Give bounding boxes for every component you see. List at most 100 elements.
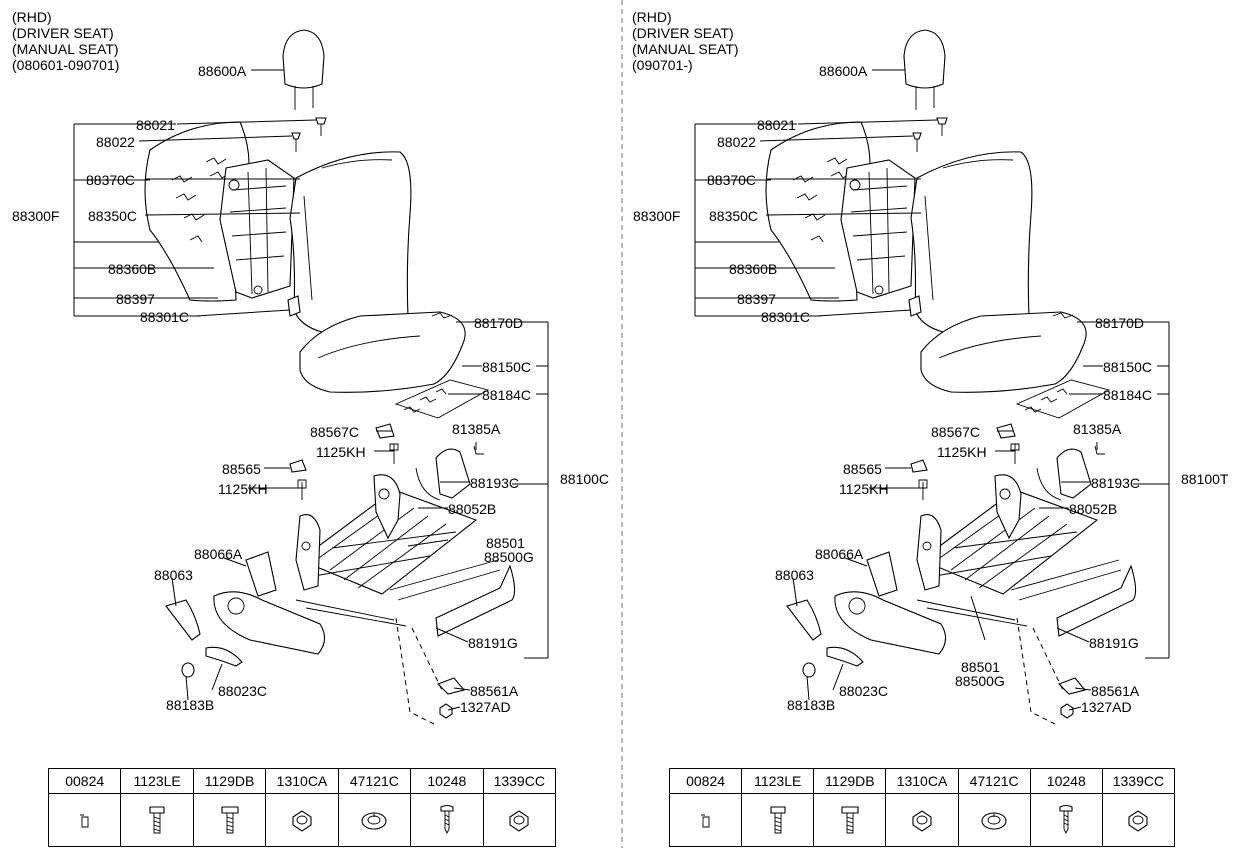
part-label-wire: 88397 — [737, 291, 776, 307]
part-label-cover-e: 88066A — [194, 546, 243, 562]
part-label-track-b: 88500G — [955, 673, 1005, 689]
panel-header-line: (DRIVER SEAT) — [12, 25, 114, 41]
panel-left: (RHD) (DRIVER SEAT) (MANUAL SEAT) (08060… — [12, 9, 609, 725]
part-label-back-pad: 88370C — [707, 172, 756, 188]
part-label-clip: 88561A — [1091, 683, 1140, 699]
hardware-table: 00824 1123LE 1129DB 1310CA 47121C 10248 … — [668, 768, 1176, 847]
part-label-cover-c: 88567C — [931, 424, 980, 440]
part-label-cushion-cover: 88170D — [474, 315, 523, 331]
part-label-seat-assy: 88100T — [1181, 471, 1229, 487]
part-label-cover-d: 88565 — [843, 461, 882, 477]
bolt-icon — [192, 793, 267, 847]
lock-washer-icon — [337, 793, 412, 847]
hardware-code: 1310CA — [885, 768, 959, 794]
hex-nut-icon — [1101, 793, 1176, 847]
part-label-lever: 88023C — [218, 683, 267, 699]
part-label-cushion-pad: 88150C — [482, 359, 531, 375]
part-label-track-a: 88501 — [486, 535, 525, 551]
part-label-cover-b: 88301C — [761, 309, 810, 325]
part-label-cushion-heater: 88184C — [482, 387, 531, 403]
part-label-guide-b: 88022 — [717, 134, 756, 150]
part-label-bolt-a: 1125KH — [937, 444, 987, 460]
part-label-lever: 88023C — [839, 683, 888, 699]
part-label-shield-inner: 88193C — [1091, 475, 1140, 491]
part-label-back-cover: 88360B — [729, 261, 777, 277]
hex-nut-icon — [885, 793, 959, 847]
panel-header-line: (RHD) — [632, 9, 672, 25]
hardware-table: 00824 1123LE 1129DB 1310CA 47121C 10248 … — [47, 768, 557, 847]
part-label-nut: 1327AD — [1081, 699, 1132, 715]
hardware-code: 47121C — [957, 768, 1031, 794]
part-label-shield-inner: 88193C — [470, 475, 519, 491]
hardware-code: 1123LE — [741, 768, 815, 794]
hex-nut-icon — [482, 793, 557, 847]
part-label-guide-a: 88021 — [757, 117, 796, 133]
hardware-code: 00824 — [668, 768, 743, 794]
panel-header-line: (RHD) — [12, 9, 52, 25]
bolt-icon — [813, 793, 887, 847]
seat-exploded-view — [694, 29, 1170, 725]
pin-icon — [668, 793, 743, 847]
part-label-track-a: 88501 — [961, 659, 1000, 675]
part-label-cap: 88183B — [787, 697, 835, 713]
pin-icon — [47, 793, 122, 847]
part-label-guide-b: 88022 — [96, 134, 135, 150]
part-label-front-shield: 88191G — [1089, 635, 1139, 651]
part-label-knob: 88063 — [154, 567, 193, 583]
part-label-headrest: 88600A — [819, 63, 868, 79]
panel-header-line: (MANUAL SEAT) — [12, 41, 119, 57]
hardware-code: 47121C — [337, 768, 412, 794]
hardware-code: 1129DB — [192, 768, 267, 794]
part-label-back-frame: 88350C — [88, 208, 137, 224]
lock-washer-icon — [957, 793, 1031, 847]
hardware-code: 00824 — [47, 768, 122, 794]
part-label-guide-a: 88021 — [136, 117, 175, 133]
screw-icon — [410, 793, 484, 847]
bolt-icon — [120, 793, 194, 847]
part-label-pin: 81385A — [1073, 421, 1122, 437]
part-label-bolt-b: 1125KH — [839, 481, 889, 497]
part-label-cushion-heater: 88184C — [1103, 387, 1152, 403]
hex-nut-icon — [265, 793, 339, 847]
bolt-icon — [741, 793, 815, 847]
part-label-clip: 88561A — [470, 683, 519, 699]
part-label-cap: 88183B — [166, 697, 214, 713]
panel-right: (RHD) (DRIVER SEAT) (MANUAL SEAT) (09070… — [632, 9, 1229, 725]
part-label-back-cover: 88360B — [108, 261, 156, 277]
part-label-track-b: 88500G — [484, 549, 534, 565]
part-label-knob: 88063 — [775, 567, 814, 583]
hardware-code: 1129DB — [813, 768, 887, 794]
part-label-bolt-a: 1125KH — [316, 444, 366, 460]
panel-header-line: (MANUAL SEAT) — [632, 41, 739, 57]
part-label-nut: 1327AD — [460, 699, 511, 715]
part-label-back-assy: 88300F — [633, 208, 680, 224]
part-label-back-frame: 88350C — [709, 208, 758, 224]
hardware-code: 10248 — [1029, 768, 1103, 794]
part-label-cover-b: 88301C — [140, 309, 189, 325]
screw-icon — [1029, 793, 1103, 847]
part-label-front-shield: 88191G — [468, 635, 518, 651]
hardware-code: 1339CC — [482, 768, 557, 794]
part-label-bracket: 88052B — [1069, 501, 1117, 517]
part-label-headrest: 88600A — [198, 63, 247, 79]
seat-exploded-view — [73, 29, 549, 725]
part-label-cover-d: 88565 — [222, 461, 261, 477]
part-label-back-assy: 88300F — [12, 208, 59, 224]
part-label-pin: 81385A — [452, 421, 501, 437]
part-label-cushion-cover: 88170D — [1095, 315, 1144, 331]
part-label-seat-assy: 88100C — [560, 471, 609, 487]
part-label-back-pad: 88370C — [86, 172, 135, 188]
hardware-code: 1123LE — [120, 768, 194, 794]
hardware-code: 1339CC — [1101, 768, 1176, 794]
part-label-cushion-pad: 88150C — [1103, 359, 1152, 375]
part-label-bracket: 88052B — [448, 501, 496, 517]
panel-header-line: (090701-) — [632, 57, 693, 73]
panel-header-line: (080601-090701) — [12, 57, 119, 73]
part-label-wire: 88397 — [116, 291, 155, 307]
part-label-cover-c: 88567C — [310, 424, 359, 440]
panel-header-line: (DRIVER SEAT) — [632, 25, 734, 41]
hardware-code: 1310CA — [265, 768, 339, 794]
hardware-code: 10248 — [410, 768, 484, 794]
part-label-bolt-b: 1125KH — [218, 481, 268, 497]
